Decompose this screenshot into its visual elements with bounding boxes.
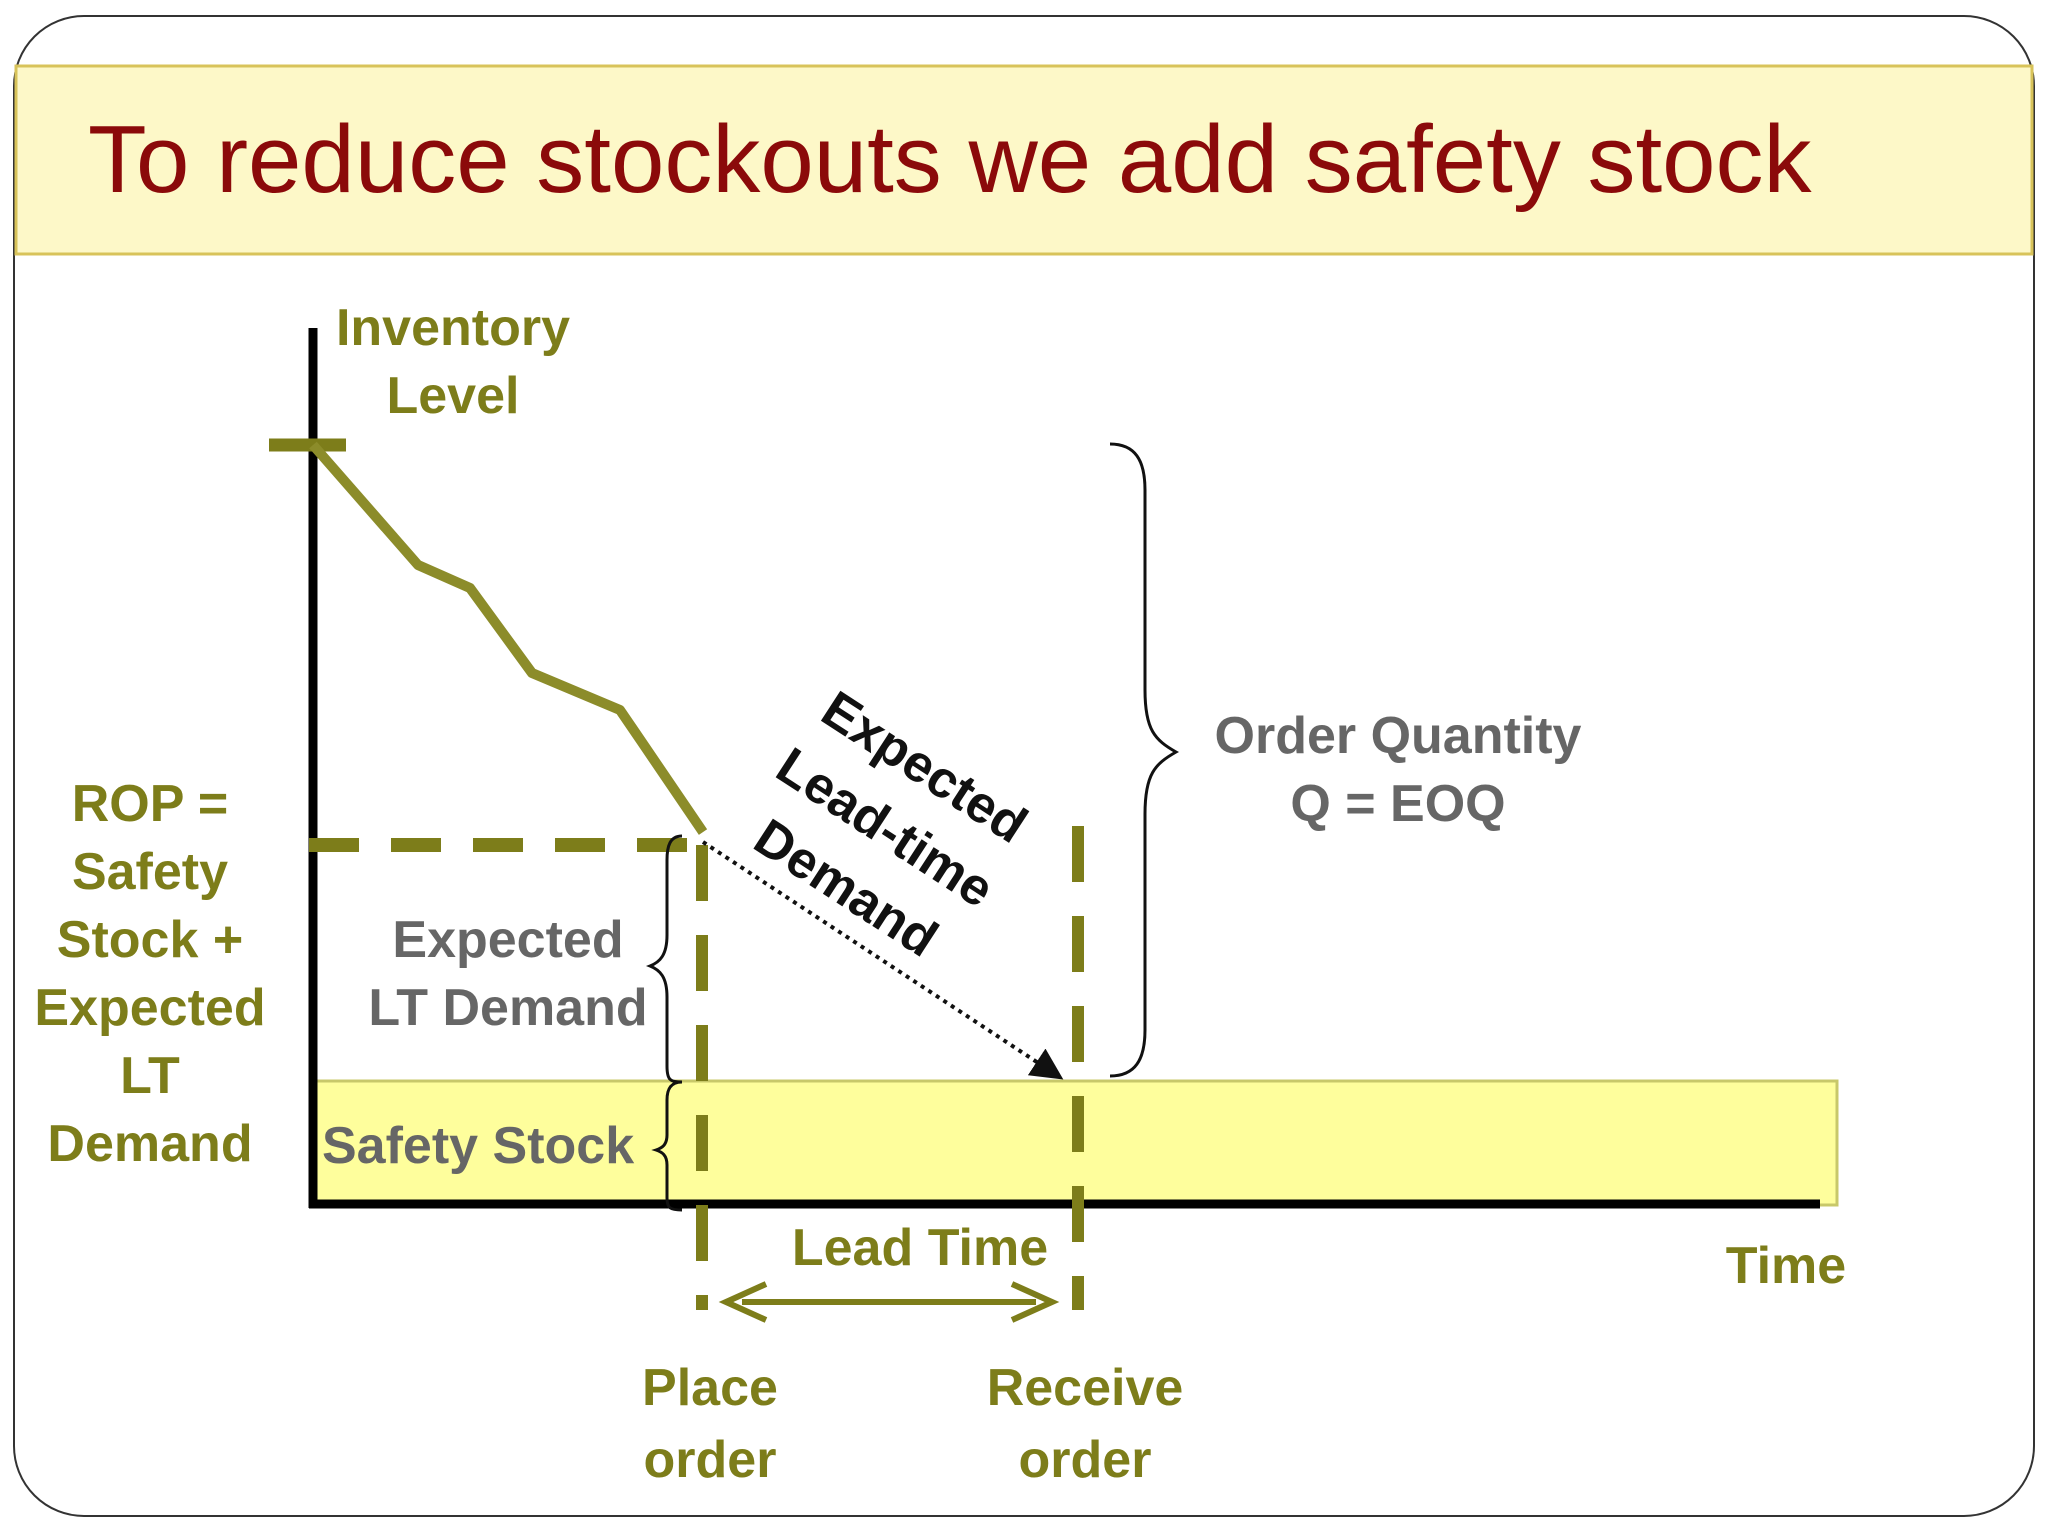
expected-lt-demand-line-1: Expected [392, 911, 624, 969]
place-order-line-2: order [643, 1431, 777, 1489]
order-quantity-label: Order Quantity Q = EOQ [1180, 702, 1616, 838]
y-axis-label: Inventory Level [320, 294, 586, 430]
rop-label-line-5: LT [120, 1047, 180, 1105]
expected-lt-demand-label: Expected LT Demand [350, 906, 666, 1042]
rop-label-line-1: ROP = [71, 775, 229, 833]
place-order-line-1: Place [642, 1359, 778, 1417]
rop-label: ROP = Safety Stock + Expected LT Demand [10, 770, 290, 1178]
safety-stock-brace [651, 1080, 683, 1212]
inventory-depletion-line [309, 441, 708, 835]
order-quantity-line-2: Q = EOQ [1290, 775, 1506, 833]
receive-order-line-1: Receive [986, 1359, 1184, 1417]
rop-label-line-6: Demand [47, 1115, 253, 1173]
rop-label-line-2: Safety [71, 843, 229, 901]
slide-title: To reduce stockouts we add safety stock [88, 106, 1812, 213]
receive-order-line-2: order [1018, 1431, 1152, 1489]
order-quantity-brace [1109, 442, 1180, 1078]
expected-leadtime-demand-arrow [701, 840, 1064, 1080]
lead-time-label: Lead Time [791, 1219, 1049, 1277]
lead-time-arrow-right-head [1010, 1281, 1060, 1323]
y-axis-label-line-2: Level [386, 367, 520, 425]
rop-label-line-4: Expected [34, 979, 266, 1037]
lead-time-arrow-left-head [718, 1281, 768, 1323]
x-axis-label: Time [1725, 1237, 1847, 1295]
safety-stock-label: Safety Stock [322, 1117, 635, 1175]
place-order-label: Place order [580, 1352, 840, 1496]
expected-lt-demand-line-2: LT Demand [368, 979, 648, 1037]
expected-lt-demand-brace [645, 834, 683, 1084]
rop-label-line-3: Stock + [56, 911, 244, 969]
receive-order-label: Receive order [950, 1352, 1220, 1496]
y-axis-label-line-1: Inventory [335, 299, 571, 357]
title-band [14, 64, 2034, 256]
order-quantity-line-1: Order Quantity [1214, 707, 1582, 765]
